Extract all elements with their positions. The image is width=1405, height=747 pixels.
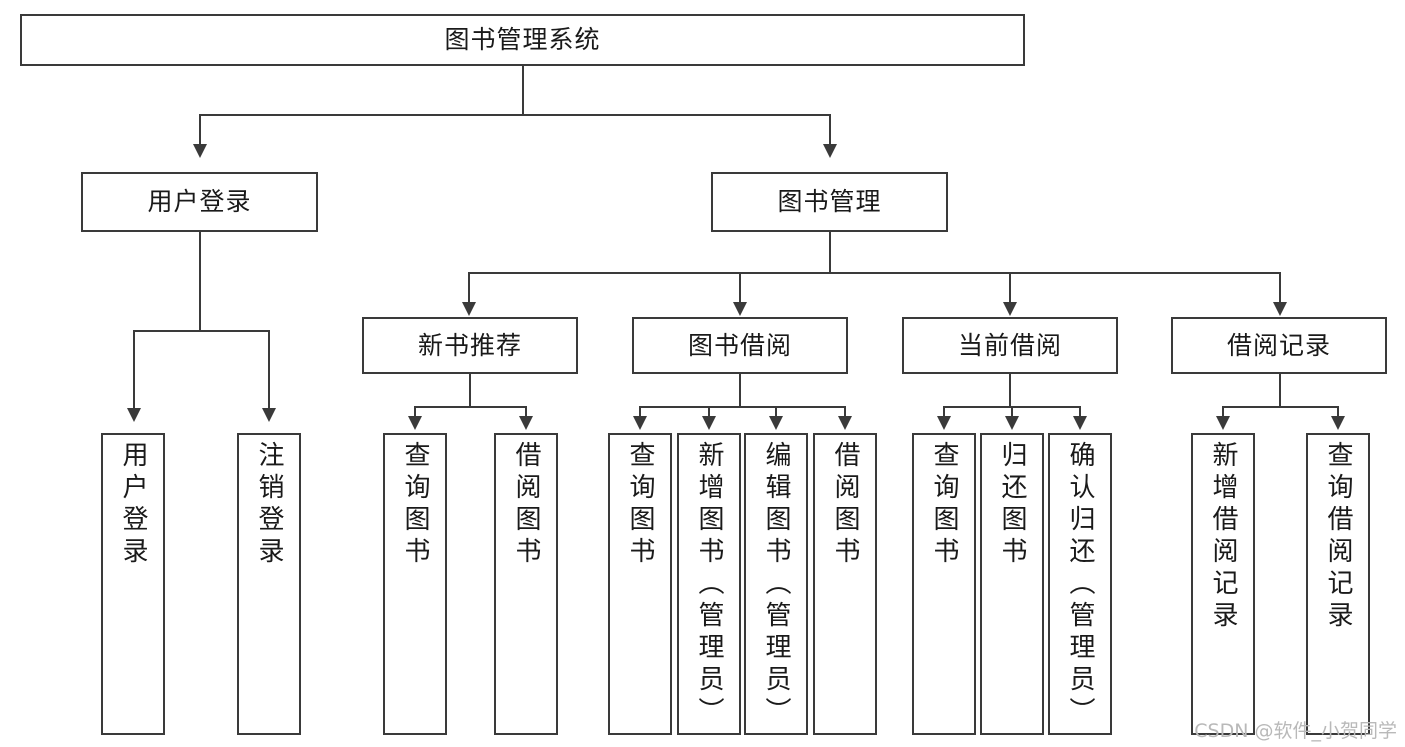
connector-book-management-stem xyxy=(829,232,831,274)
connector-new-book-recommend-bus xyxy=(414,406,525,408)
connector-new-book-recommend-stem xyxy=(469,374,471,408)
leaf-book-borrow-borrow-book[interactable]: 借阅图书 xyxy=(813,433,877,735)
arrowhead-bb-leaf-1 xyxy=(633,416,647,430)
leaf-new-book-query-book[interactable]: 查询图书 xyxy=(383,433,447,735)
node-label: 图书管理系统 xyxy=(444,25,601,54)
leaf-new-book-borrow-book[interactable]: 借阅图书 xyxy=(494,433,558,735)
arrowhead-nbr-leaf-1 xyxy=(408,416,422,430)
node-label: 当前借阅 xyxy=(957,330,1062,360)
connector-borrow-record-bus xyxy=(1222,406,1337,408)
arrowhead-to-book-borrow xyxy=(733,302,747,316)
connector-user-login-stem xyxy=(199,232,201,332)
leaf-user-login-login[interactable]: 用户登录 xyxy=(101,433,165,735)
connector-to-current-borrow xyxy=(1009,272,1011,304)
node-label: 查询图书 xyxy=(625,441,655,569)
node-label: 查询借阅记录 xyxy=(1323,441,1353,633)
connector-cb-leaf-2 xyxy=(1011,406,1013,418)
arrowhead-to-current-borrow xyxy=(1003,302,1017,316)
leaf-current-borrow-confirm-return-admin[interactable]: 确认归还（管理员） xyxy=(1048,433,1112,735)
arrowhead-br-leaf-2 xyxy=(1331,416,1345,430)
connector-root-bus xyxy=(199,114,831,116)
connector-bb-leaf-1 xyxy=(639,406,641,418)
node-book-management[interactable]: 图书管理 xyxy=(711,172,948,232)
node-label: 用户登录 xyxy=(147,187,252,216)
arrowhead-cb-leaf-3 xyxy=(1073,416,1087,430)
arrowhead-to-new-book-recommend xyxy=(462,302,476,316)
arrowhead-bb-leaf-4 xyxy=(838,416,852,430)
connector-nbr-leaf-2 xyxy=(525,406,527,418)
connector-book-borrow-bus xyxy=(639,406,845,408)
leaf-book-borrow-add-book-admin[interactable]: 新增图书（管理员） xyxy=(677,433,741,735)
leaf-user-login-logout[interactable]: 注销登录 xyxy=(237,433,301,735)
connector-to-new-book-recommend xyxy=(468,272,470,304)
arrowhead-to-user-login xyxy=(193,144,207,158)
node-label: 编辑图书（管理员） xyxy=(761,441,791,729)
arrowhead-user-login-leaf-1 xyxy=(127,408,141,422)
arrowhead-to-borrow-record xyxy=(1273,302,1287,316)
arrowhead-bb-leaf-2 xyxy=(702,416,716,430)
connector-bb-leaf-4 xyxy=(844,406,846,418)
leaf-borrow-record-add-record[interactable]: 新增借阅记录 xyxy=(1191,433,1255,735)
connector-root-to-book-management xyxy=(829,114,831,146)
arrowhead-cb-leaf-2 xyxy=(1005,416,1019,430)
node-label: 查询图书 xyxy=(400,441,430,569)
arrowhead-br-leaf-1 xyxy=(1216,416,1230,430)
node-label: 图书管理 xyxy=(777,187,882,216)
connector-borrow-record-stem xyxy=(1279,374,1281,408)
node-current-borrow[interactable]: 当前借阅 xyxy=(902,317,1118,374)
arrowhead-bb-leaf-3 xyxy=(769,416,783,430)
arrowhead-user-login-leaf-2 xyxy=(262,408,276,422)
node-label: 图书借阅 xyxy=(687,330,792,360)
node-label: 新书推荐 xyxy=(417,330,522,360)
connector-cb-leaf-1 xyxy=(943,406,945,418)
connector-user-login-to-leaf-2 xyxy=(268,330,270,410)
leaf-current-borrow-query-book[interactable]: 查询图书 xyxy=(912,433,976,735)
arrowhead-nbr-leaf-2 xyxy=(519,416,533,430)
node-user-login[interactable]: 用户登录 xyxy=(81,172,318,232)
node-label: 借阅记录 xyxy=(1226,330,1331,360)
connector-br-leaf-1 xyxy=(1222,406,1224,418)
node-label: 注销登录 xyxy=(254,441,284,569)
node-new-book-recommend[interactable]: 新书推荐 xyxy=(362,317,578,374)
connector-root-stem xyxy=(522,66,524,115)
connector-current-borrow-stem xyxy=(1009,374,1011,408)
leaf-book-borrow-query-book[interactable]: 查询图书 xyxy=(608,433,672,735)
node-label: 借阅图书 xyxy=(511,441,541,569)
leaf-borrow-record-query-record[interactable]: 查询借阅记录 xyxy=(1306,433,1370,735)
node-label: 借阅图书 xyxy=(830,441,860,569)
node-book-borrow[interactable]: 图书借阅 xyxy=(632,317,848,374)
node-label: 确认归还（管理员） xyxy=(1065,441,1095,729)
watermark-text: CSDN @软件_小贺同学 xyxy=(1194,720,1397,742)
connector-bb-leaf-2 xyxy=(708,406,710,418)
connector-bb-leaf-3 xyxy=(775,406,777,418)
connector-user-login-to-leaf-1 xyxy=(133,330,135,410)
connector-root-to-user-login xyxy=(199,114,201,146)
node-root-book-management-system[interactable]: 图书管理系统 xyxy=(20,14,1025,66)
node-label: 新增借阅记录 xyxy=(1208,441,1238,633)
arrowhead-cb-leaf-1 xyxy=(937,416,951,430)
arrowhead-to-book-management xyxy=(823,144,837,158)
connector-to-book-borrow xyxy=(739,272,741,304)
connector-to-borrow-record xyxy=(1279,272,1281,304)
node-label: 新增图书（管理员） xyxy=(694,441,724,729)
node-label: 归还图书 xyxy=(997,441,1027,569)
connector-nbr-leaf-1 xyxy=(414,406,416,418)
leaf-current-borrow-return-book[interactable]: 归还图书 xyxy=(980,433,1044,735)
connector-br-leaf-2 xyxy=(1337,406,1339,418)
connector-cb-leaf-3 xyxy=(1079,406,1081,418)
leaf-book-borrow-edit-book-admin[interactable]: 编辑图书（管理员） xyxy=(744,433,808,735)
connector-book-management-bus xyxy=(468,272,1279,274)
node-borrow-record[interactable]: 借阅记录 xyxy=(1171,317,1387,374)
node-label: 用户登录 xyxy=(118,441,148,569)
connector-user-login-bus xyxy=(133,330,268,332)
connector-book-borrow-stem xyxy=(739,374,741,408)
node-label: 查询图书 xyxy=(929,441,959,569)
